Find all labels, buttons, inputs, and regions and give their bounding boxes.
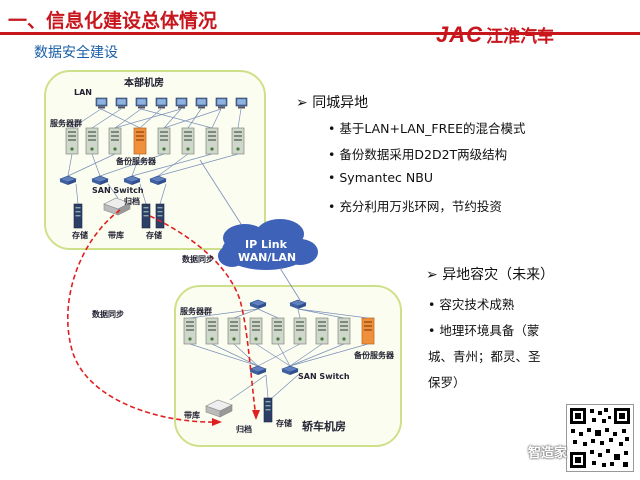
ip-link-cloud [218, 219, 318, 270]
car-top-switches [249, 299, 307, 310]
hq-storage [73, 197, 165, 229]
arrow-bullet-icon: ➢ [296, 95, 313, 111]
watermark-text: 智造家 [528, 446, 568, 461]
car-storage [205, 397, 273, 423]
ip-link-label: IP Link WAN/LAN [238, 238, 297, 264]
section1-item: • Symantec NBU [328, 170, 433, 185]
hq-server-cluster-label: 服务器群 [50, 119, 82, 128]
section2-item-text: 容灾技术成熟 [439, 297, 515, 312]
page-subtitle: 数据安全建设 [34, 45, 118, 61]
hq-storage-right-label: 存储 [146, 231, 162, 240]
hq-storage-left-label: 存储 [72, 231, 88, 240]
car-server-cluster-label: 服务器群 [180, 307, 212, 316]
hq-lan-label: LAN [74, 88, 92, 97]
section2-item: • 地理环境具备（蒙 [428, 323, 540, 338]
sync-label-2: 数据同步 [92, 310, 124, 319]
page-title: 一、信息化建设总体情况 [8, 10, 218, 32]
ip-to-car-link [279, 267, 301, 301]
qr-code-icon [566, 404, 634, 472]
section1-heading: ➢ 同城异地 [296, 92, 368, 112]
hq-tape-library-label: 带库 [108, 231, 124, 240]
section1-item-text: 基于LAN+LAN_FREE的混合模式 [339, 121, 526, 136]
section2-item-text: 地理环境具备（蒙 [439, 323, 540, 338]
hq-room-title: 本部机房 [124, 78, 164, 89]
section1-item-text: Symantec NBU [339, 170, 433, 185]
car-san-switches [249, 365, 299, 376]
data-sync-paths [67, 209, 257, 423]
section1-item-text: 备份数据采用D2D2T两级结构 [339, 147, 508, 162]
ip-link-line1: IP Link [245, 238, 287, 251]
hq-servers [65, 127, 245, 155]
hq-san-links [67, 153, 239, 205]
sync-label-1: 数据同步 [182, 255, 214, 264]
car-room-title: 轿车机房 [302, 420, 346, 433]
section2-item: • 容灾技术成熟 [428, 297, 515, 312]
section2-heading-text: 异地容灾（未来） [442, 267, 555, 283]
section1-item: • 充分利用万兆环网，节约投资 [328, 199, 502, 214]
section2-item-cont: 城、青州；都灵、圣 [428, 349, 541, 364]
hq-lan-pcs [95, 97, 248, 109]
car-links [189, 308, 369, 401]
hq-archive-label: 归档 [124, 197, 140, 206]
sync-arrowheads [212, 410, 260, 426]
car-tape-library-label: 带库 [184, 411, 200, 420]
car-archive-label: 归档 [236, 425, 252, 434]
car-servers [183, 317, 375, 345]
hq-san-switch-label: SAN Switch [92, 186, 144, 195]
hq-backup-server-label: 备份服务器 [116, 157, 156, 166]
car-storage-label: 存储 [276, 419, 292, 428]
car-san-switch-label: SAN Switch [298, 372, 350, 381]
section1-item: • 备份数据采用D2D2T两级结构 [328, 147, 508, 162]
car-backup-server-label: 备份服务器 [354, 351, 394, 360]
section1-item: • 基于LAN+LAN_FREE的混合模式 [328, 121, 526, 136]
hq-lan-links [71, 108, 242, 129]
arrow-bullet-icon: ➢ [426, 267, 443, 283]
header-divider [0, 32, 640, 35]
section2-item-cont: 保罗） [428, 375, 466, 390]
ip-link-line2: WAN/LAN [238, 251, 297, 264]
hq-san-switches [59, 175, 167, 186]
section2-heading: ➢ 异地容灾（未来） [426, 264, 554, 284]
section1-item-text: 充分利用万兆环网，节约投资 [339, 199, 502, 214]
section1-heading-text: 同城异地 [312, 95, 369, 111]
